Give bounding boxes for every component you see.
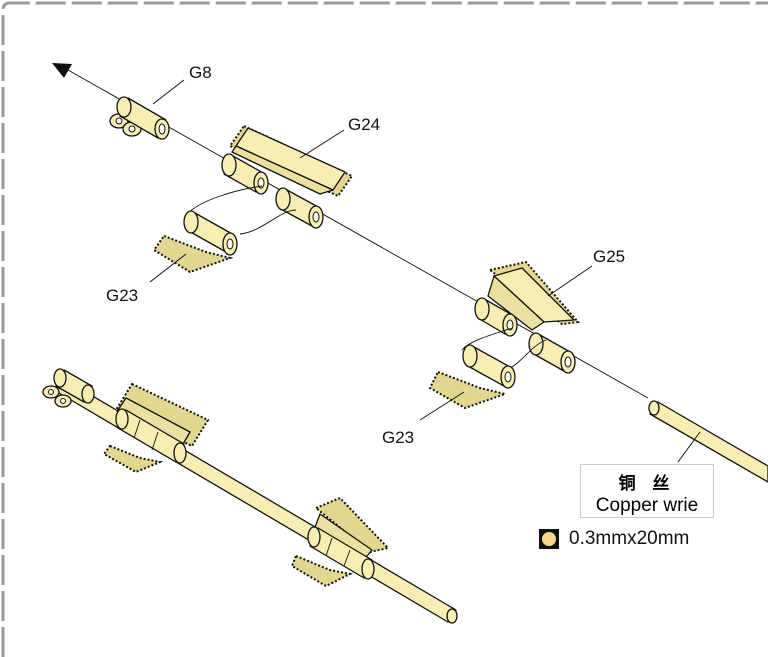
leader-g23-upper: [149, 253, 187, 283]
label-g24: G24: [348, 115, 380, 134]
material-name-en: Copper wrie: [595, 495, 699, 516]
material-spec-text: 0.3mmx20mm: [569, 528, 690, 549]
label-g8: G8: [189, 63, 212, 82]
leader-g8: [152, 79, 185, 105]
material-note: 铜 丝 Copper wrie: [580, 464, 714, 518]
material-spec: 0.3mmx20mm: [539, 528, 689, 550]
part-g23-lower: [428, 344, 516, 410]
part-g24: [221, 124, 354, 229]
label-g23-upper: G23: [106, 286, 138, 305]
leader-copper-wire: [677, 431, 701, 463]
material-name-cn: 铜 丝: [618, 474, 676, 493]
leader-g23-lower: [419, 391, 465, 421]
leader-g25: [547, 265, 593, 297]
copper-wire-rod: [648, 400, 768, 483]
label-g23-lower: G23: [382, 428, 414, 447]
label-g25: G25: [593, 247, 625, 266]
copper-swatch-icon: [539, 529, 559, 549]
part-g25: [474, 260, 580, 374]
leader-g24: [299, 129, 345, 159]
direction-arrow-icon: [52, 63, 72, 78]
assembled-view: [42, 368, 458, 624]
part-g8: [109, 96, 170, 140]
part-g23-upper: [152, 210, 238, 274]
